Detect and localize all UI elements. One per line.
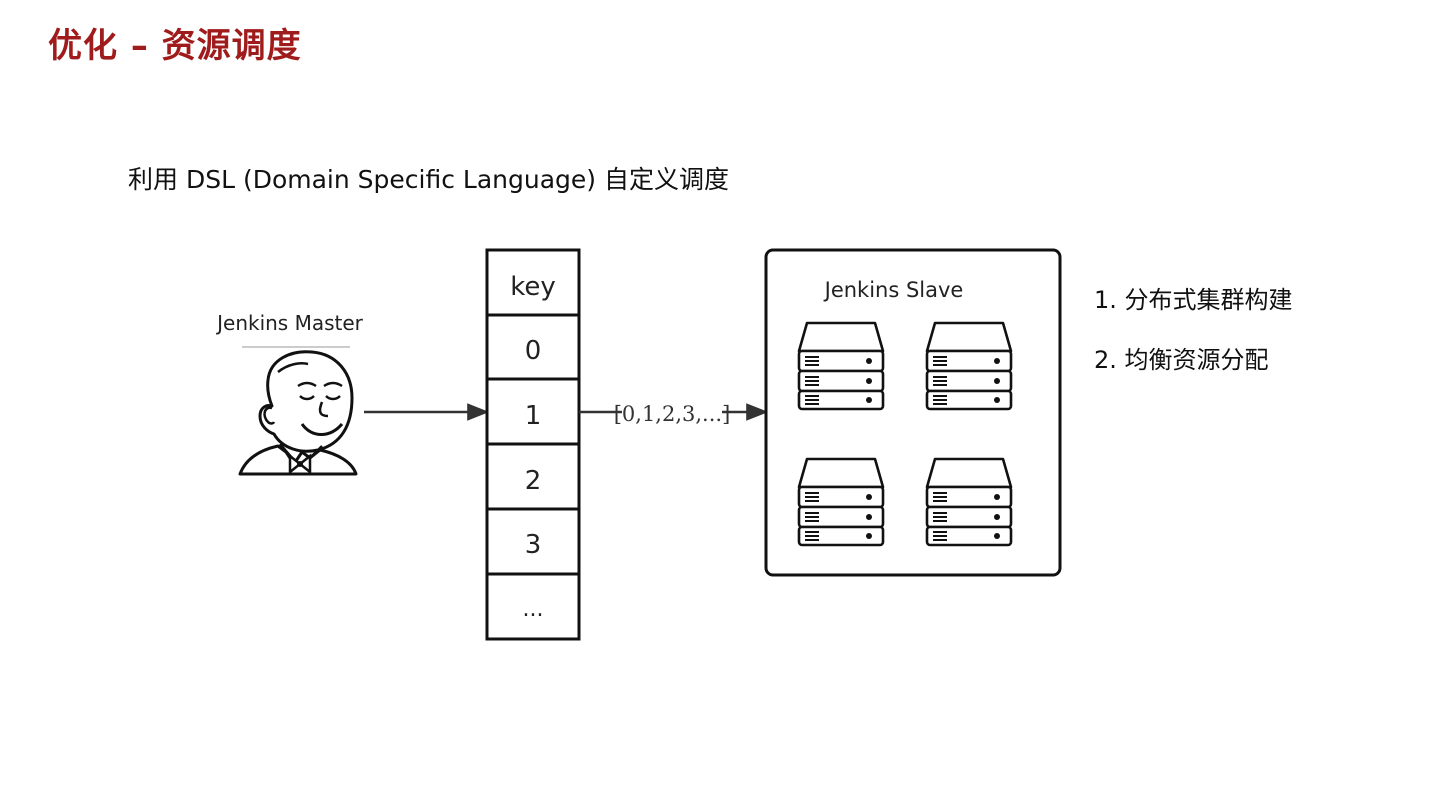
benefit-list: 1. 分布式集群构建 2. 均衡资源分配	[1094, 282, 1293, 402]
list-item: 2. 均衡资源分配	[1094, 346, 1269, 374]
table-header-key: key	[510, 272, 556, 302]
slave-label: Jenkins Slave	[823, 278, 964, 302]
jenkins-butler-icon	[238, 346, 358, 476]
server-rack-icon	[797, 457, 885, 547]
master-label: Jenkins Master	[215, 311, 364, 335]
page-title: 优化 – 资源调度	[48, 26, 302, 66]
server-rack-icon	[797, 321, 885, 411]
table-row: 3	[525, 530, 542, 560]
table-row: ...	[523, 597, 544, 622]
key-table: key 0 1 2 3 ...	[485, 248, 581, 641]
list-item: 1. 分布式集群构建	[1094, 286, 1293, 314]
server-rack-icon	[925, 457, 1013, 547]
server-rack-icon	[925, 321, 1013, 411]
page-subtitle: 利用 DSL (Domain Specific Language) 自定义调度	[128, 165, 729, 194]
table-row: 2	[525, 466, 542, 496]
edge-label: [0,1,2,3,...]	[614, 402, 731, 426]
table-row: 1	[525, 401, 542, 431]
table-row: 0	[525, 336, 542, 366]
slave-group: Jenkins Slave	[764, 248, 1062, 577]
